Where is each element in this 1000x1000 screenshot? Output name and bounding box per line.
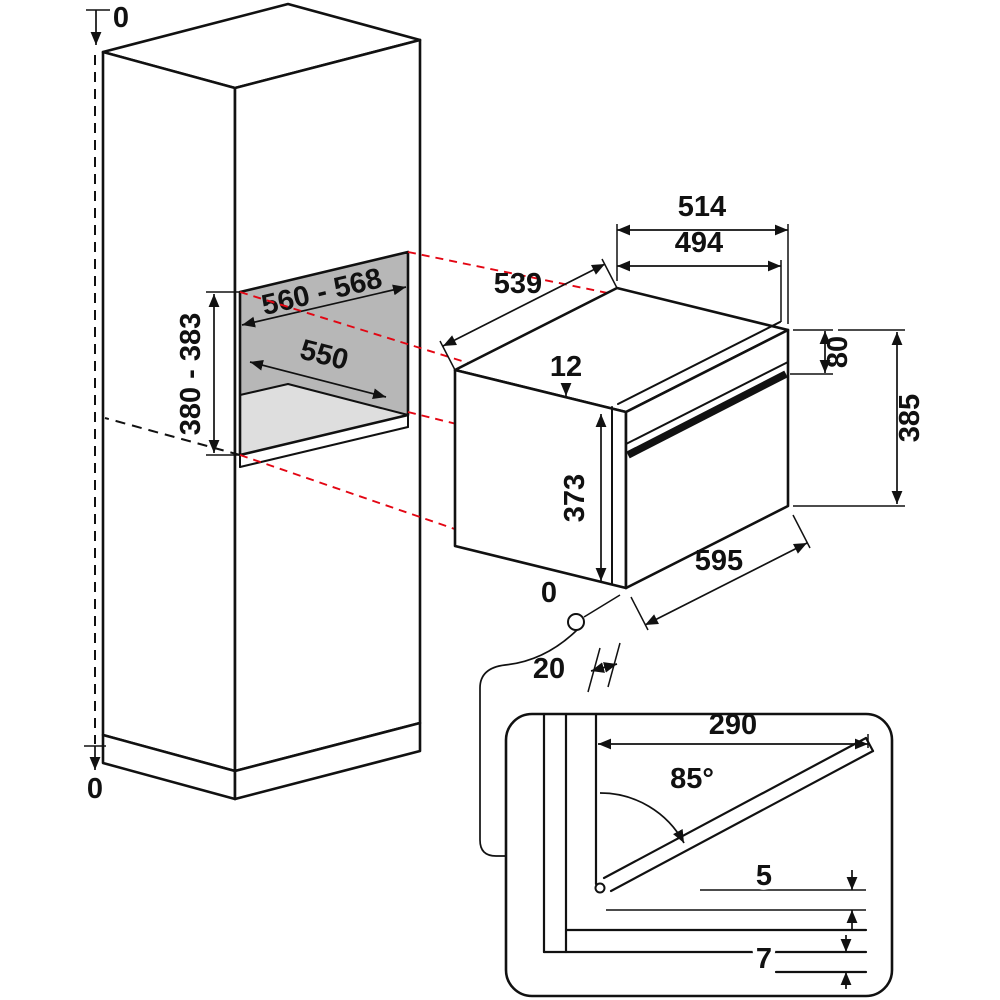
fascia-top-step-line — [617, 321, 781, 405]
niche-width-dim-line — [241, 284, 407, 328]
width539-ext-right — [601, 258, 618, 289]
height373-label: 373 — [559, 474, 591, 522]
appliance-dimensions: 539 514 494 12 373 80 385 595 0 — [439, 191, 926, 693]
door-top-line — [625, 361, 789, 445]
flush-zero-label: 0 — [541, 577, 557, 609]
detail-frame — [504, 712, 894, 998]
detail-angle-arc — [599, 792, 685, 844]
top-zero-label: 0 — [113, 2, 129, 34]
detail-door-upper-line — [602, 736, 868, 880]
depth514-label: 514 — [678, 191, 726, 223]
detail-7-label: 7 — [756, 943, 772, 975]
bottom-zero-label: 0 — [87, 773, 103, 805]
detail-door-lower-line — [609, 749, 875, 893]
door-handle-band — [626, 370, 788, 459]
width539-dim-line — [442, 263, 606, 347]
offset20-label: 20 — [533, 653, 565, 685]
detail-angle-label: 85° — [670, 763, 714, 795]
detail-callout-circle — [567, 613, 585, 631]
niche-depth-dim-line — [249, 359, 387, 400]
detail-290-label: 290 — [709, 709, 757, 741]
cabinet-left-face — [101, 50, 237, 773]
height385-label: 385 — [894, 394, 926, 442]
offset20-dim-line — [590, 662, 618, 673]
width595-label: 595 — [695, 545, 743, 577]
width595-dim-line — [644, 542, 808, 626]
detail-hinge-pivot — [594, 882, 606, 894]
width595-ext-right — [792, 514, 811, 549]
niche-floor — [240, 384, 408, 455]
detail-view: 85° 290 5 7 — [504, 709, 894, 998]
step12-label: 12 — [550, 351, 582, 383]
width539-ext-left — [439, 340, 456, 371]
flush-zero-leader — [583, 594, 621, 618]
detail-leader-line — [479, 629, 578, 857]
appliance — [453, 286, 790, 590]
niche-height-label: 380 - 383 — [175, 313, 207, 436]
cabinet-plinth-right — [233, 721, 422, 801]
height80-label: 80 — [822, 336, 854, 368]
detail-5-label: 5 — [756, 860, 772, 892]
width539-label: 539 — [494, 268, 542, 300]
depth494-label: 494 — [675, 227, 723, 259]
niche-shelf-front-edge — [239, 426, 409, 468]
